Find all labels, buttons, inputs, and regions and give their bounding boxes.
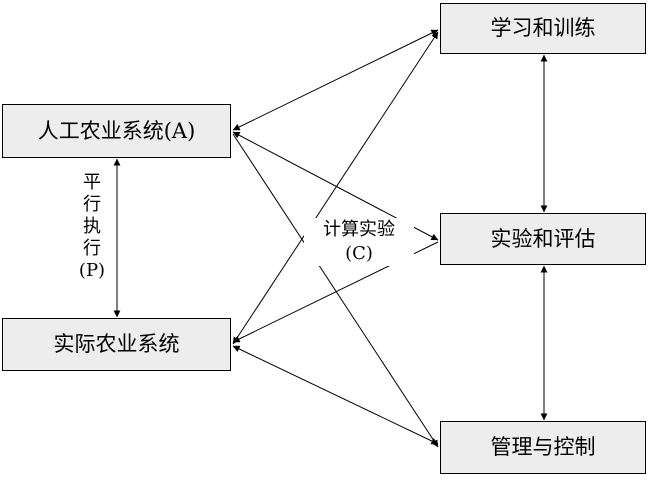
arrow-a-to-management — [232, 133, 439, 448]
parallel-execution-char: 平 — [83, 172, 101, 193]
computational-experiment-label: 计算实验 (C) — [304, 218, 414, 266]
management-control-box: 管理与控制 — [440, 421, 646, 474]
artificial-system-label: 人工农业系统(A) — [37, 118, 196, 143]
actual-system-label: 实际农业系统 — [53, 332, 180, 356]
parallel-execution-char: (P) — [78, 260, 106, 281]
parallel-execution-label: 平 行 执 行 (P) — [72, 172, 112, 282]
experiment-evaluation-box: 实验和评估 — [440, 213, 646, 265]
parallel-execution-char: 行 — [83, 238, 101, 259]
arrow-actual-to-learning — [232, 31, 439, 345]
management-control-label: 管理与控制 — [490, 435, 596, 459]
parallel-execution-char: 执 — [83, 216, 101, 237]
actual-system-box: 实际农业系统 — [2, 318, 231, 371]
computational-experiment-line1: 计算实验 — [323, 219, 395, 240]
learning-training-label: 学习和训练 — [490, 16, 596, 40]
arrow-actual-to-management — [232, 345, 439, 445]
artificial-system-box: 人工农业系统(A) — [2, 104, 231, 158]
learning-training-box: 学习和训练 — [440, 3, 646, 54]
computational-experiment-line2: (C) — [345, 243, 373, 264]
experiment-evaluation-label: 实验和评估 — [490, 226, 596, 251]
parallel-execution-char: 行 — [83, 194, 101, 215]
arrow-a-to-learning — [232, 29, 439, 131]
